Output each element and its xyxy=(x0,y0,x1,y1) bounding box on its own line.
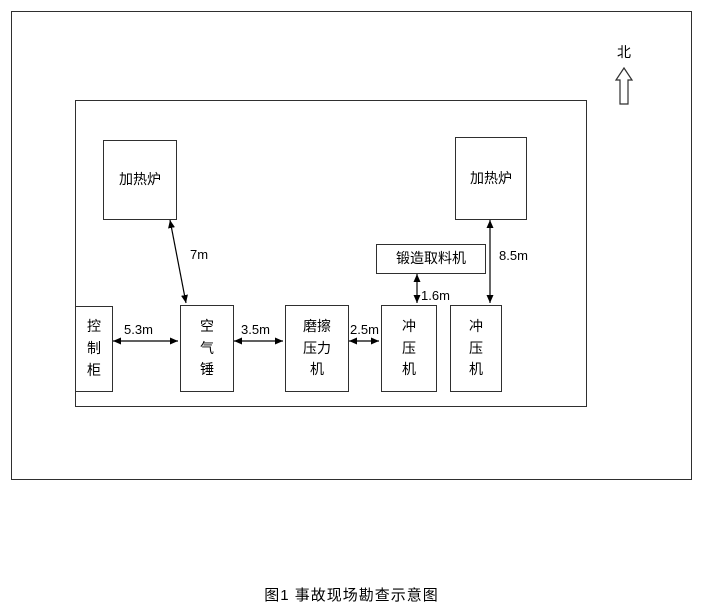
distance-label-furnace-punch: 8.5m xyxy=(499,248,528,263)
distance-label-friction-punch: 2.5m xyxy=(350,322,379,337)
box-friction-press: 磨擦压力机 xyxy=(285,305,349,392)
box-punch-press-2: 冲压机 xyxy=(450,305,502,392)
distance-label-hammer-friction: 3.5m xyxy=(241,322,270,337)
punch-press-2-label: 冲压机 xyxy=(469,317,483,378)
box-air-hammer: 空气锤 xyxy=(180,305,234,392)
distance-label-reclaimer-punch: 1.6m xyxy=(421,288,450,303)
friction-press-label: 磨擦压力机 xyxy=(302,317,331,378)
control-cabinet-label: 控制柜 xyxy=(87,318,101,378)
box-control-cabinet: 控制柜 xyxy=(75,306,113,392)
box-forging-reclaimer: 锻造取料机 xyxy=(376,244,486,274)
box-heating-furnace-left: 加热炉 xyxy=(103,140,177,220)
north-label: 北 xyxy=(617,44,631,60)
box-heating-furnace-right: 加热炉 xyxy=(455,137,527,220)
air-hammer-label: 空气锤 xyxy=(200,317,214,378)
heating-furnace-left-label: 加热炉 xyxy=(119,171,161,188)
figure-caption: 图1 事故现场勘查示意图 xyxy=(264,587,439,604)
punch-press-1-label: 冲压机 xyxy=(402,317,416,378)
heating-furnace-right-label: 加热炉 xyxy=(470,169,512,186)
box-punch-press-1: 冲压机 xyxy=(381,305,437,392)
forging-reclaimer-label: 锻造取料机 xyxy=(396,250,466,267)
distance-label-cabinet-hammer: 5.3m xyxy=(124,322,153,337)
distance-label-furnace-hammer: 7m xyxy=(190,247,209,262)
